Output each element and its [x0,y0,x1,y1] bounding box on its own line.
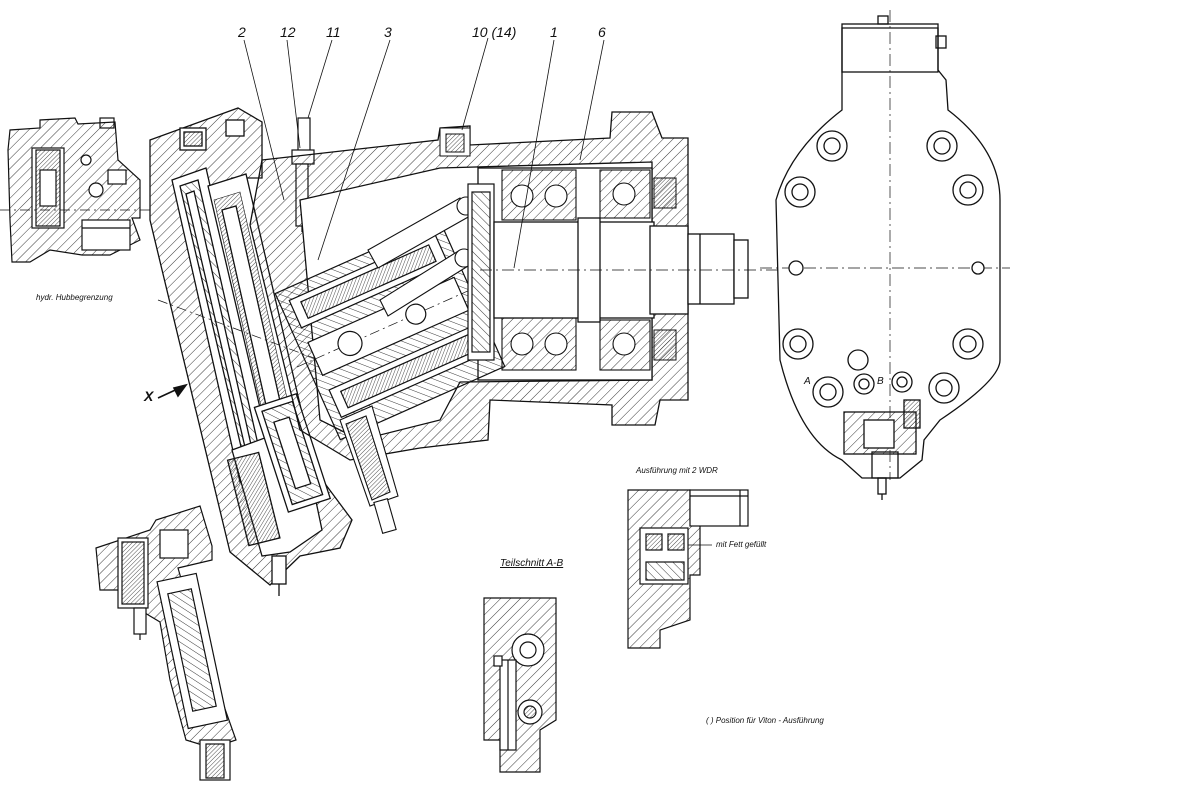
section-a-b-detail [483,597,557,773]
variant-caption: Ausführung mit 2 WDR [636,466,718,475]
part-label-1: 1 [550,24,558,40]
variant-detail [627,489,749,649]
grease-note: mit Fett gefüllt [716,540,767,549]
drive-shaft [480,217,780,323]
stroke-limiter-caption: hydr. Hubbegrenzung [36,293,113,302]
port-plate-housing [149,107,401,596]
end-view [760,10,1010,500]
part-label-2: 2 [238,24,246,40]
port-b-label: B [877,376,884,387]
part-label-11: 11 [326,24,341,40]
part-label-10: 10 (14) [472,24,517,40]
valve-detail [95,505,237,781]
part-label-3: 3 [384,24,392,40]
view-x-label: X [144,388,154,404]
viton-note: ( ) Position für Viton - Ausführung [706,716,824,725]
part-label-12: 12 [280,24,296,40]
section-caption: Teilschnitt A-B [500,558,564,569]
lower-port [339,405,399,534]
bearings [501,169,651,371]
shaft-seals [439,127,677,361]
leader-lines [243,37,605,269]
part-label-6: 6 [598,24,606,40]
pistons [367,196,476,317]
view-x-arrow [157,383,188,399]
stroke-limiter-detail [0,117,150,263]
drive-flange [467,183,495,361]
port-a-label: A [804,376,811,387]
